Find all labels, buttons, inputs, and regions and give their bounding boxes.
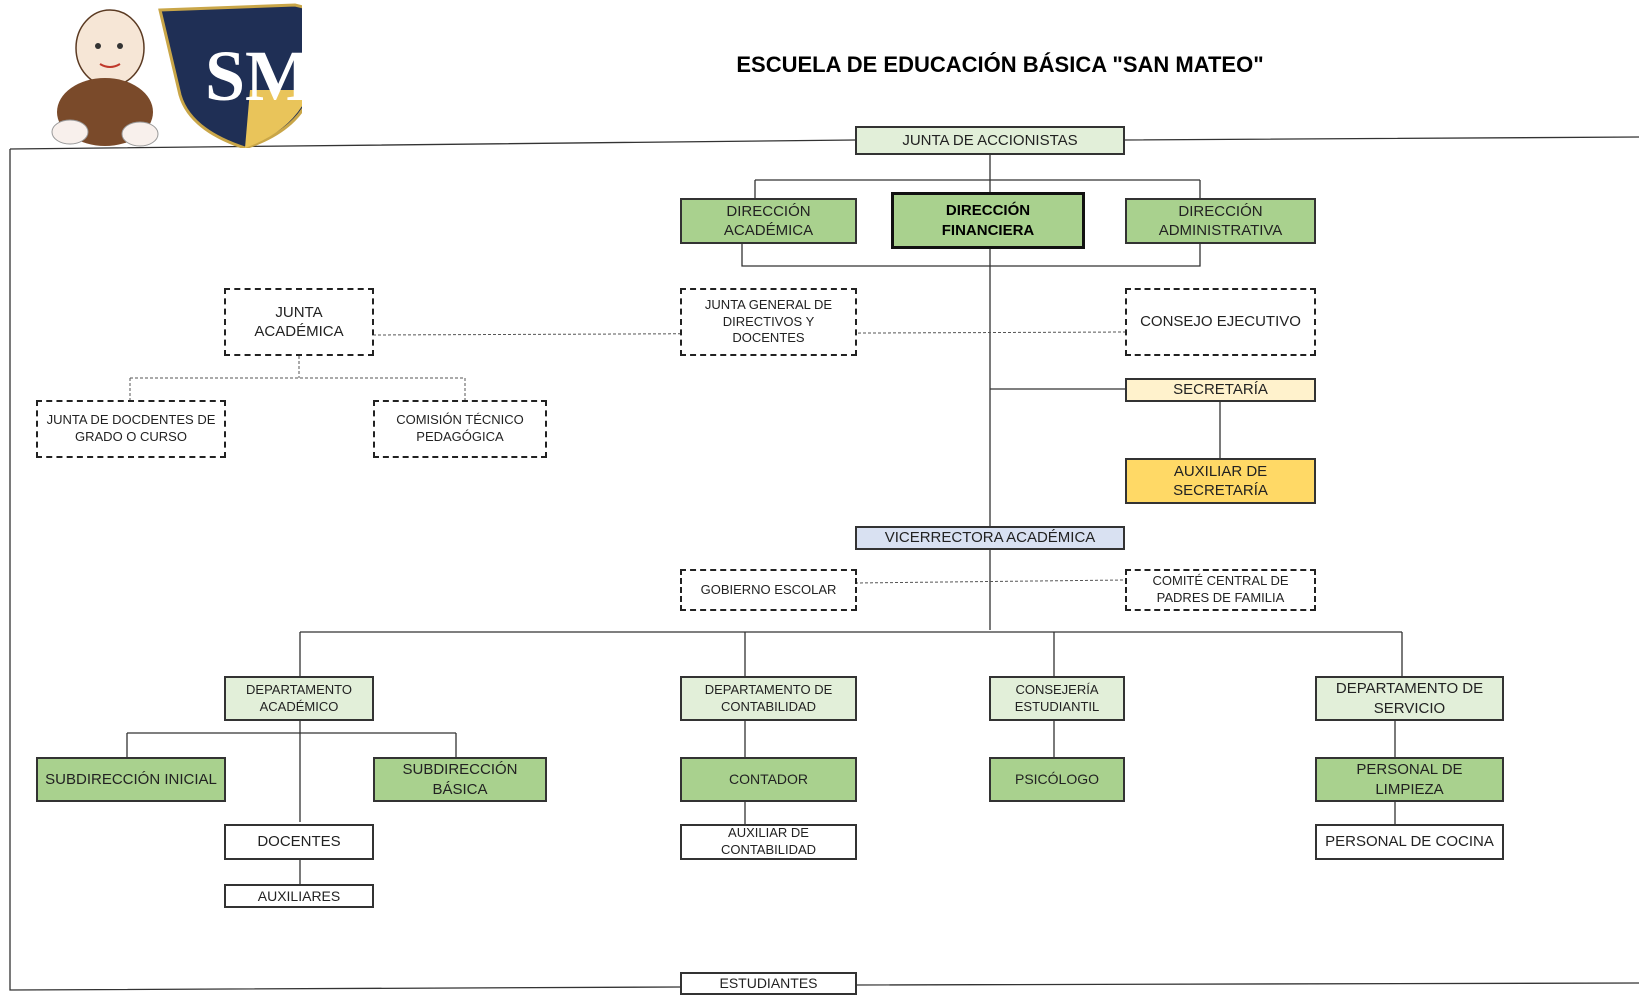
- node-docentes: DOCENTES: [224, 824, 374, 860]
- school-logo: SM: [51, 3, 302, 148]
- node-comision-tecnico: COMISIÓN TÉCNICO PEDAGÓGICA: [373, 400, 547, 458]
- node-subdireccion-basica: SUBDIRECCIÓN BÁSICA: [373, 757, 547, 802]
- node-junta-general: JUNTA GENERAL DE DIRECTIVOS Y DOCENTES: [680, 288, 857, 356]
- node-personal-cocina: PERSONAL DE COCINA: [1315, 824, 1504, 860]
- node-junta-accionistas: JUNTA DE ACCIONISTAS: [855, 126, 1125, 155]
- node-contador: CONTADOR: [680, 757, 857, 802]
- node-vicerrectora: VICERRECTORA ACADÉMICA: [855, 526, 1125, 550]
- node-depto-contabilidad: DEPARTAMENTO DE CONTABILIDAD: [680, 676, 857, 721]
- node-personal-limpieza: PERSONAL DE LIMPIEZA: [1315, 757, 1504, 802]
- node-psicologo: PSICÓLOGO: [989, 757, 1125, 802]
- node-secretaria: SECRETARÍA: [1125, 378, 1316, 402]
- node-depto-academico: DEPARTAMENTO ACADÉMICO: [224, 676, 374, 721]
- page-title: ESCUELA DE EDUCACIÓN BÁSICA "SAN MATEO": [736, 52, 1264, 77]
- node-depto-servicio: DEPARTAMENTO DE SERVICIO: [1315, 676, 1504, 721]
- node-comite-central: COMITÉ CENTRAL DE PADRES DE FAMILIA: [1125, 569, 1316, 611]
- node-junta-academica: JUNTA ACADÉMICA: [224, 288, 374, 356]
- node-auxiliares: AUXILIARES: [224, 884, 374, 908]
- logo-letters: SM: [205, 36, 302, 116]
- node-subdireccion-inicial: SUBDIRECCIÓN INICIAL: [36, 757, 226, 802]
- node-auxiliar-secretaria: AUXILIAR DE SECRETARÍA: [1125, 458, 1316, 504]
- node-consejeria: CONSEJERÍA ESTUDIANTIL: [989, 676, 1125, 721]
- node-gobierno-escolar: GOBIERNO ESCOLAR: [680, 569, 857, 611]
- node-junta-docentes: JUNTA DE DOCDENTES DE GRADO O CURSO: [36, 400, 226, 458]
- node-direccion-administrativa: DIRECCIÓN ADMINISTRATIVA: [1125, 198, 1316, 244]
- node-consejo-ejecutivo: CONSEJO EJECUTIVO: [1125, 288, 1316, 356]
- node-estudiantes: ESTUDIANTES: [680, 972, 857, 995]
- node-direccion-academica: DIRECCIÓN ACADÉMICA: [680, 198, 857, 244]
- node-direccion-financiera: DIRECCIÓN FINANCIERA: [891, 192, 1085, 249]
- node-auxiliar-contabilidad: AUXILIAR DE CONTABILIDAD: [680, 824, 857, 860]
